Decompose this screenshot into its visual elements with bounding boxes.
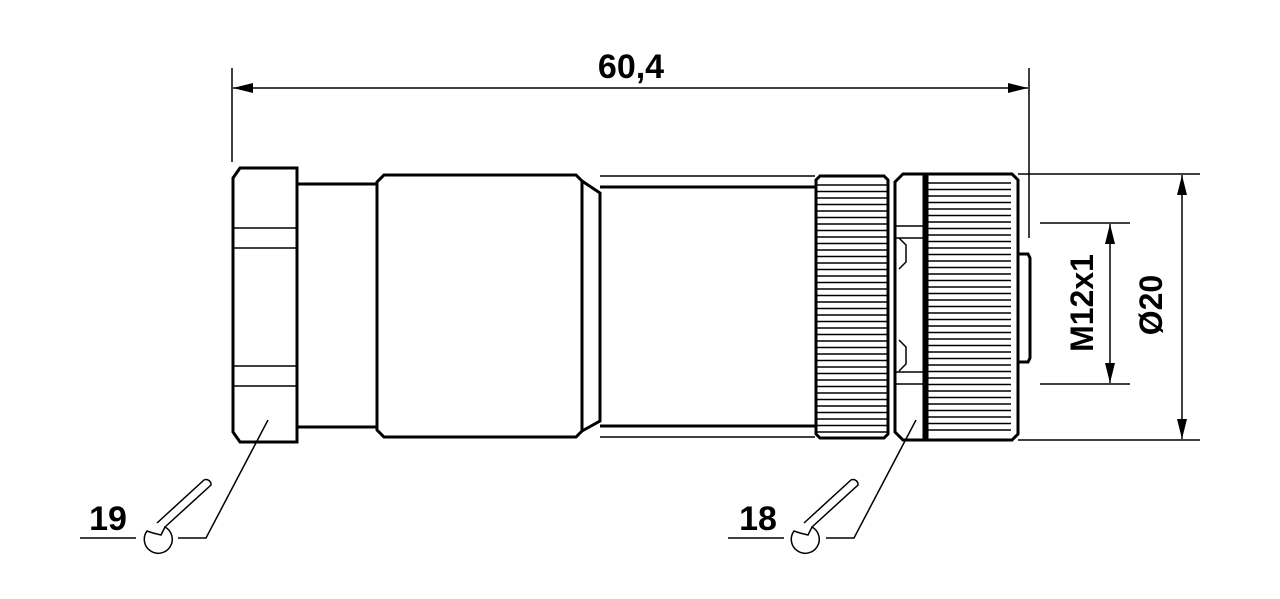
hex-nut [231, 166, 299, 444]
diameter-dimension: Ø20 [1133, 175, 1187, 439]
wrench-callout-hex-nut: 19 [80, 419, 269, 555]
diameter-label: Ø20 [1133, 275, 1169, 335]
connector-neck [297, 182, 376, 429]
connector-body [375, 173, 815, 439]
wrench-callout-coupling-nut: 18 [728, 419, 917, 555]
wrench-size-19: 19 [89, 500, 127, 538]
knurled-collar [814, 174, 890, 440]
thread-dimension: M12x1 [1040, 222, 1130, 385]
length-label: 60,4 [598, 48, 664, 86]
thread-label: M12x1 [1064, 254, 1100, 352]
open-end-wrench-icon [790, 478, 859, 555]
open-end-wrench-icon [143, 478, 212, 555]
wrench-size-18: 18 [739, 500, 777, 538]
coupling-nut [893, 172, 1020, 442]
contact-stub [1018, 173, 1200, 441]
length-dimension: 60,4 [231, 48, 1030, 238]
